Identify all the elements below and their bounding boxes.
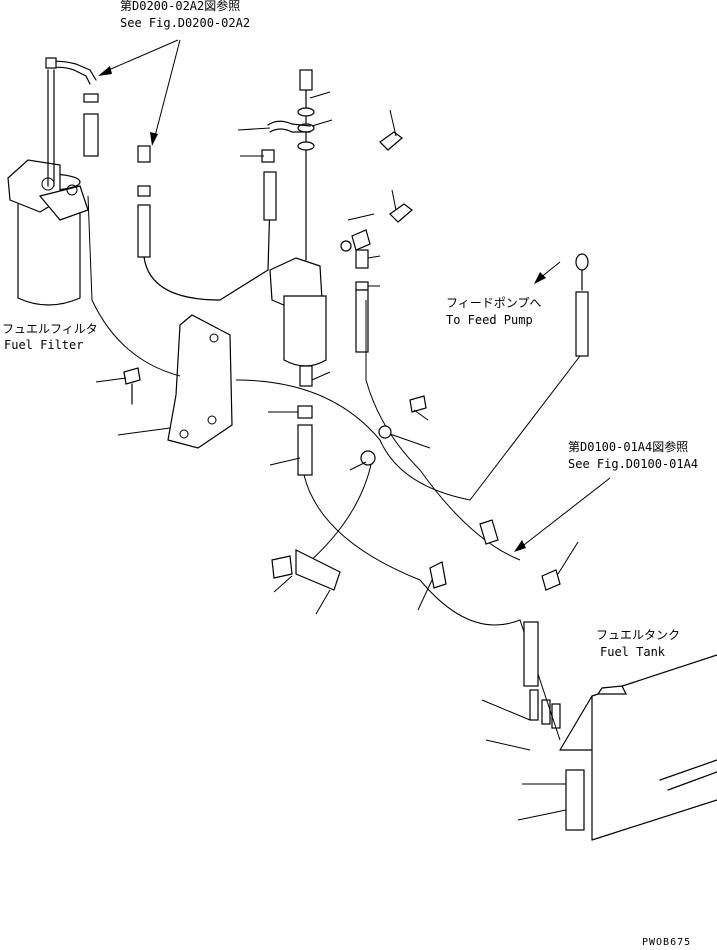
- bolt-fittings-right: [340, 131, 413, 353]
- fuel-lines: [87, 195, 589, 741]
- reference-label-mid-jp: 第D0100-01A4図参照: [568, 440, 689, 454]
- fuel-filter-label-jp: フュエルフィルタ: [2, 322, 98, 336]
- reference-label-mid-en: See Fig.D0100-01A4: [568, 457, 699, 471]
- elbow-fitting-center: [261, 120, 311, 221]
- drawing-code: PWOB675: [642, 937, 692, 948]
- fuel-tank-label-jp: フュエルタンク: [596, 628, 681, 642]
- feed-pump-fitting: [575, 253, 589, 291]
- reference-label-top-en: See Fig.D0200-02A2: [120, 16, 251, 30]
- mounting-bracket: [123, 314, 233, 449]
- fuel-tank: [529, 654, 717, 841]
- lower-clamp: [271, 549, 561, 591]
- water-separator: [269, 69, 327, 476]
- feed-pump-label-en: To Feed Pump: [446, 313, 533, 327]
- reference-arrows: [98, 39, 611, 552]
- fuel-tank-label-en: Fuel Tank: [600, 645, 666, 659]
- feed-pump-label-jp: フィードポンプへ: [446, 296, 542, 310]
- hose-segments-left: [137, 145, 271, 301]
- fuel-filter-assembly: [7, 69, 89, 306]
- leader-lines: [95, 91, 579, 821]
- elbow-fitting-top-left: [45, 57, 99, 157]
- reference-label-top-jp: 第D0200-02A2図参照: [120, 0, 241, 13]
- fuel-filter-label-en: Fuel Filter: [4, 338, 84, 352]
